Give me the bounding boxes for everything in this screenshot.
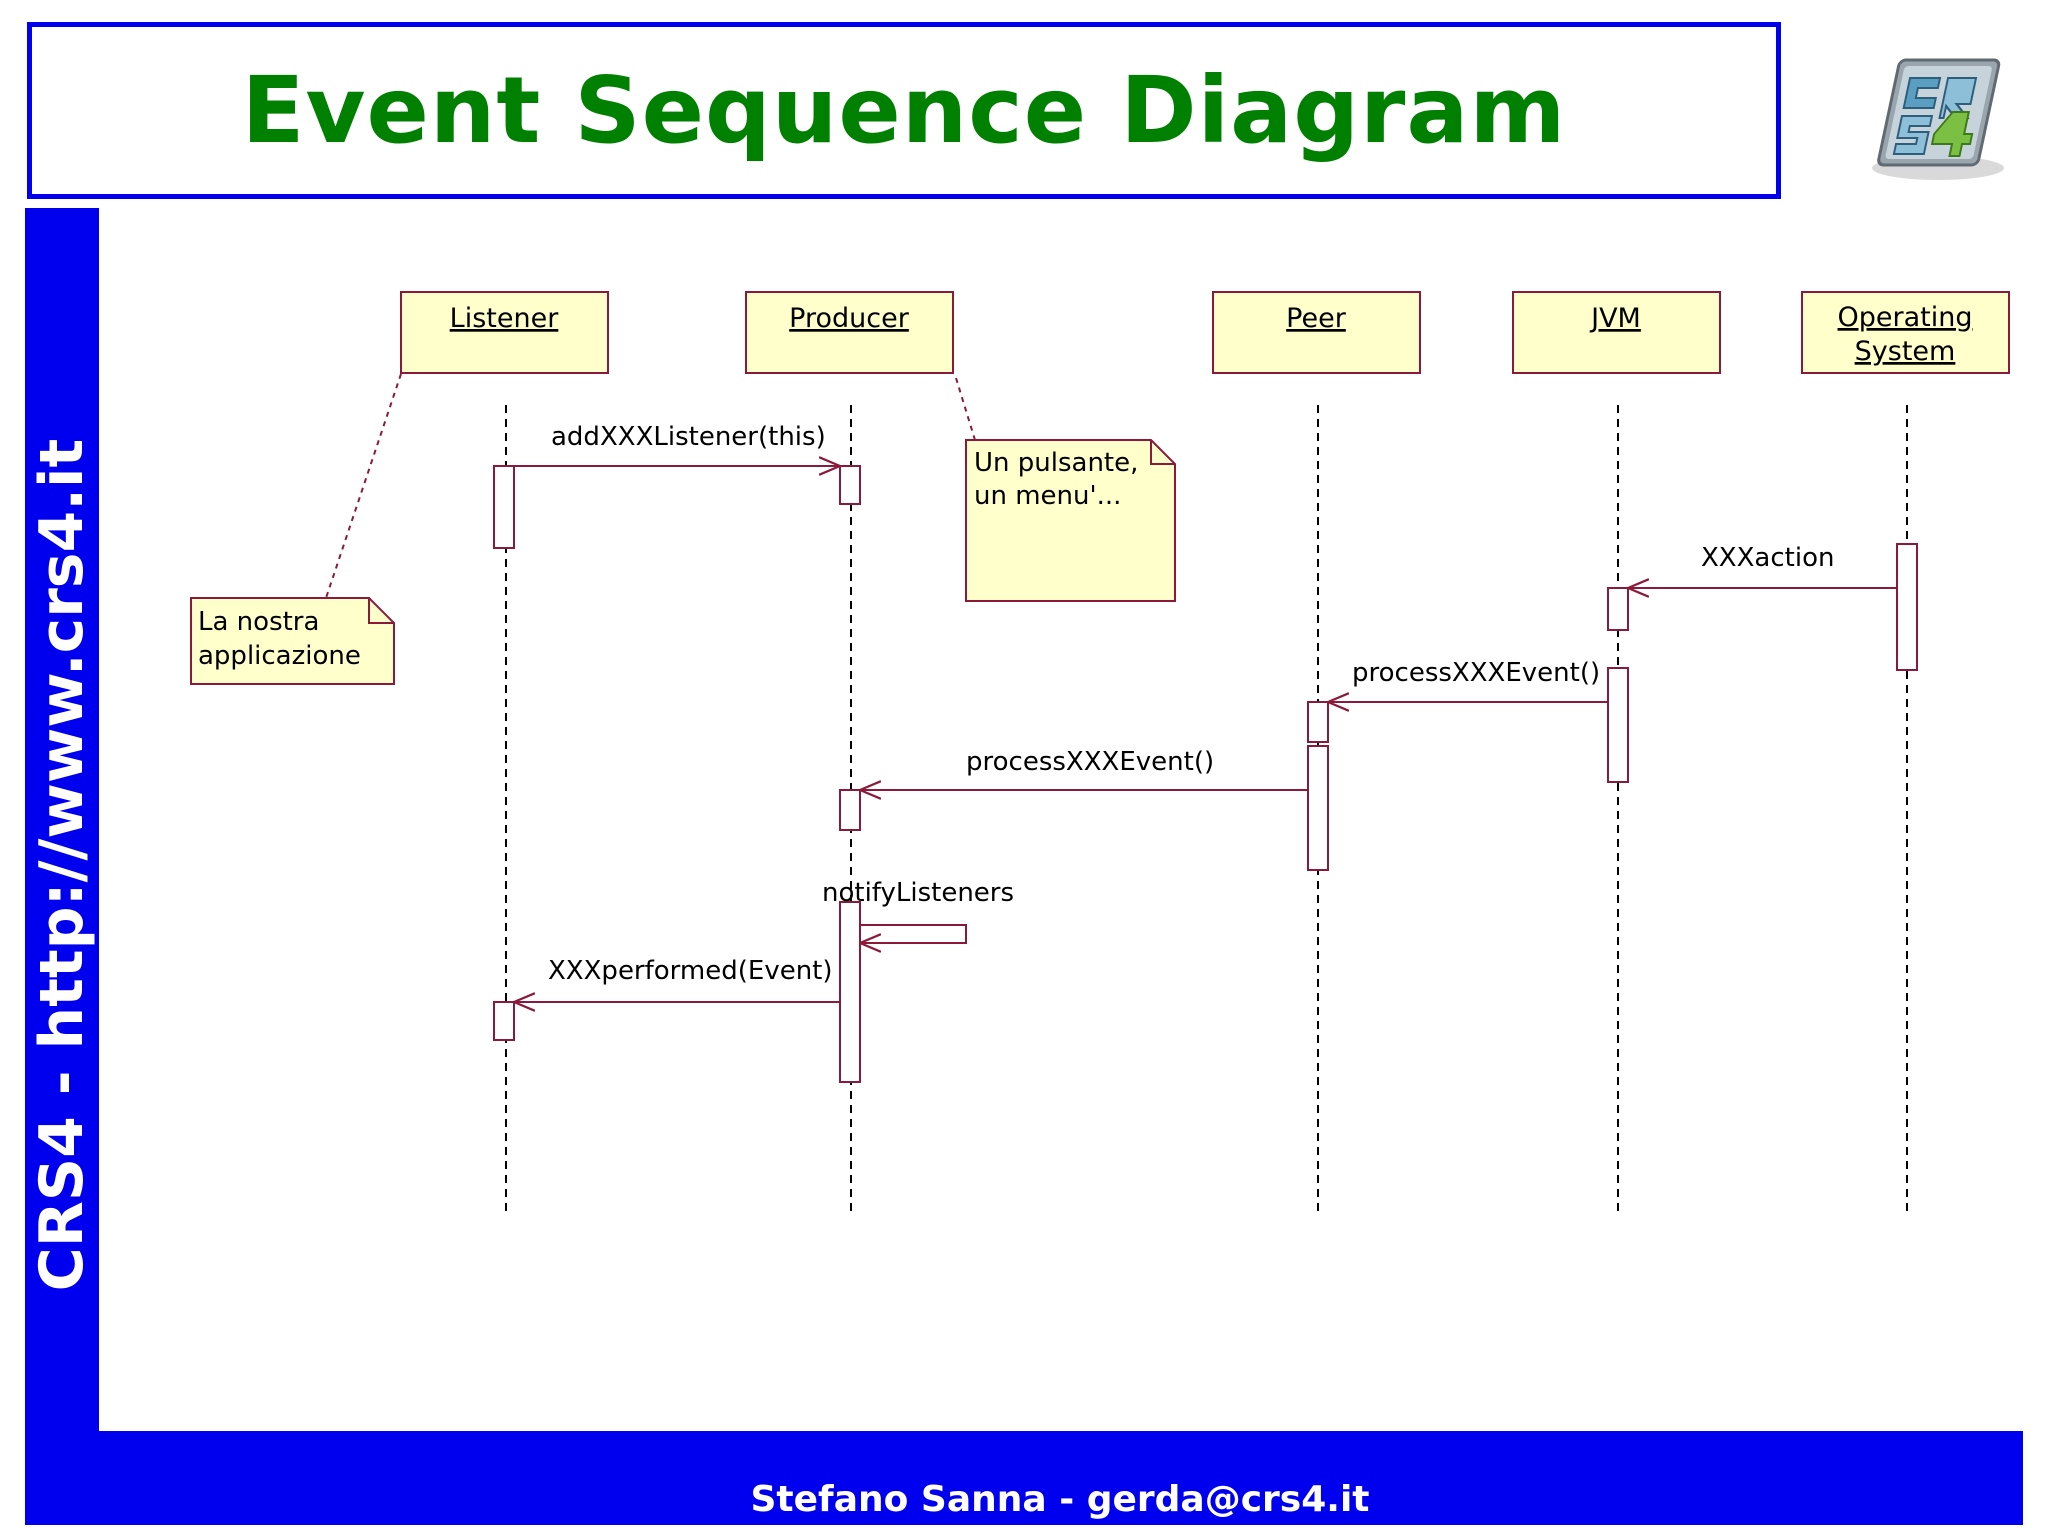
note-listener-line2: applicazione (198, 641, 361, 671)
note-listener-line1: La nostra (198, 607, 319, 637)
message-notify-listeners-label: notifyListeners (822, 878, 1014, 908)
note-producer-line1: Un pulsante, (974, 448, 1138, 478)
activation-jvm-1 (1607, 587, 1629, 631)
message-process-event-peer: processXXXEvent() (1328, 658, 1608, 702)
activation-os (1896, 543, 1918, 671)
note-listener: La nostra applicazione (190, 373, 402, 685)
activation-peer-1 (1307, 701, 1329, 743)
message-process-event-peer-label: processXXXEvent() (1352, 658, 1600, 688)
note-producer-line2: un menu'... (974, 481, 1121, 511)
object-peer: Peer (1212, 291, 1421, 374)
message-process-event-producer: processXXXEvent() (860, 747, 1308, 790)
activation-peer-2 (1307, 745, 1329, 871)
footer-banner (25, 1431, 2023, 1525)
note-producer: Un pulsante, un menu'... (955, 377, 1176, 602)
object-jvm: JVM (1512, 291, 1721, 374)
message-add-listener: addXXXListener(this) (514, 422, 840, 466)
crs4-logo-icon (1872, 58, 2004, 180)
message-add-listener-label: addXXXListener(this) (551, 422, 826, 452)
activation-producer-3 (839, 901, 861, 1083)
object-os-label-line1: Operating (1838, 302, 1973, 333)
activation-producer-1 (839, 465, 861, 505)
object-operating-system: Operating System (1801, 291, 2010, 374)
object-producer: Producer (745, 291, 954, 374)
message-xxx-performed: XXXperformed(Event) (514, 956, 840, 1002)
message-xxx-action-label: XXXaction (1701, 543, 1834, 573)
object-producer-label: Producer (789, 303, 910, 334)
title-box: Event Sequence Diagram (27, 22, 1781, 199)
message-notify-listeners: notifyListeners (822, 878, 1014, 943)
object-peer-label: Peer (1286, 303, 1347, 334)
message-process-event-producer-label: processXXXEvent() (966, 747, 1214, 777)
object-listener: Listener (400, 291, 609, 374)
message-xxx-performed-label: XXXperformed(Event) (548, 956, 833, 986)
activation-jvm-2 (1607, 667, 1629, 783)
activation-producer-2 (839, 789, 861, 831)
object-jvm-label: JVM (1589, 303, 1641, 334)
activation-listener-2 (493, 1001, 515, 1041)
object-listener-label: Listener (450, 303, 560, 334)
activation-listener-1 (493, 465, 515, 549)
footer-text: Stefano Sanna - gerda@crs4.it (750, 1479, 1370, 1520)
slide-title: Event Sequence Diagram (241, 56, 1567, 164)
object-os-label-line2: System (1855, 336, 1956, 367)
side-banner (25, 208, 99, 1525)
message-xxx-action: XXXaction (1628, 543, 1897, 588)
